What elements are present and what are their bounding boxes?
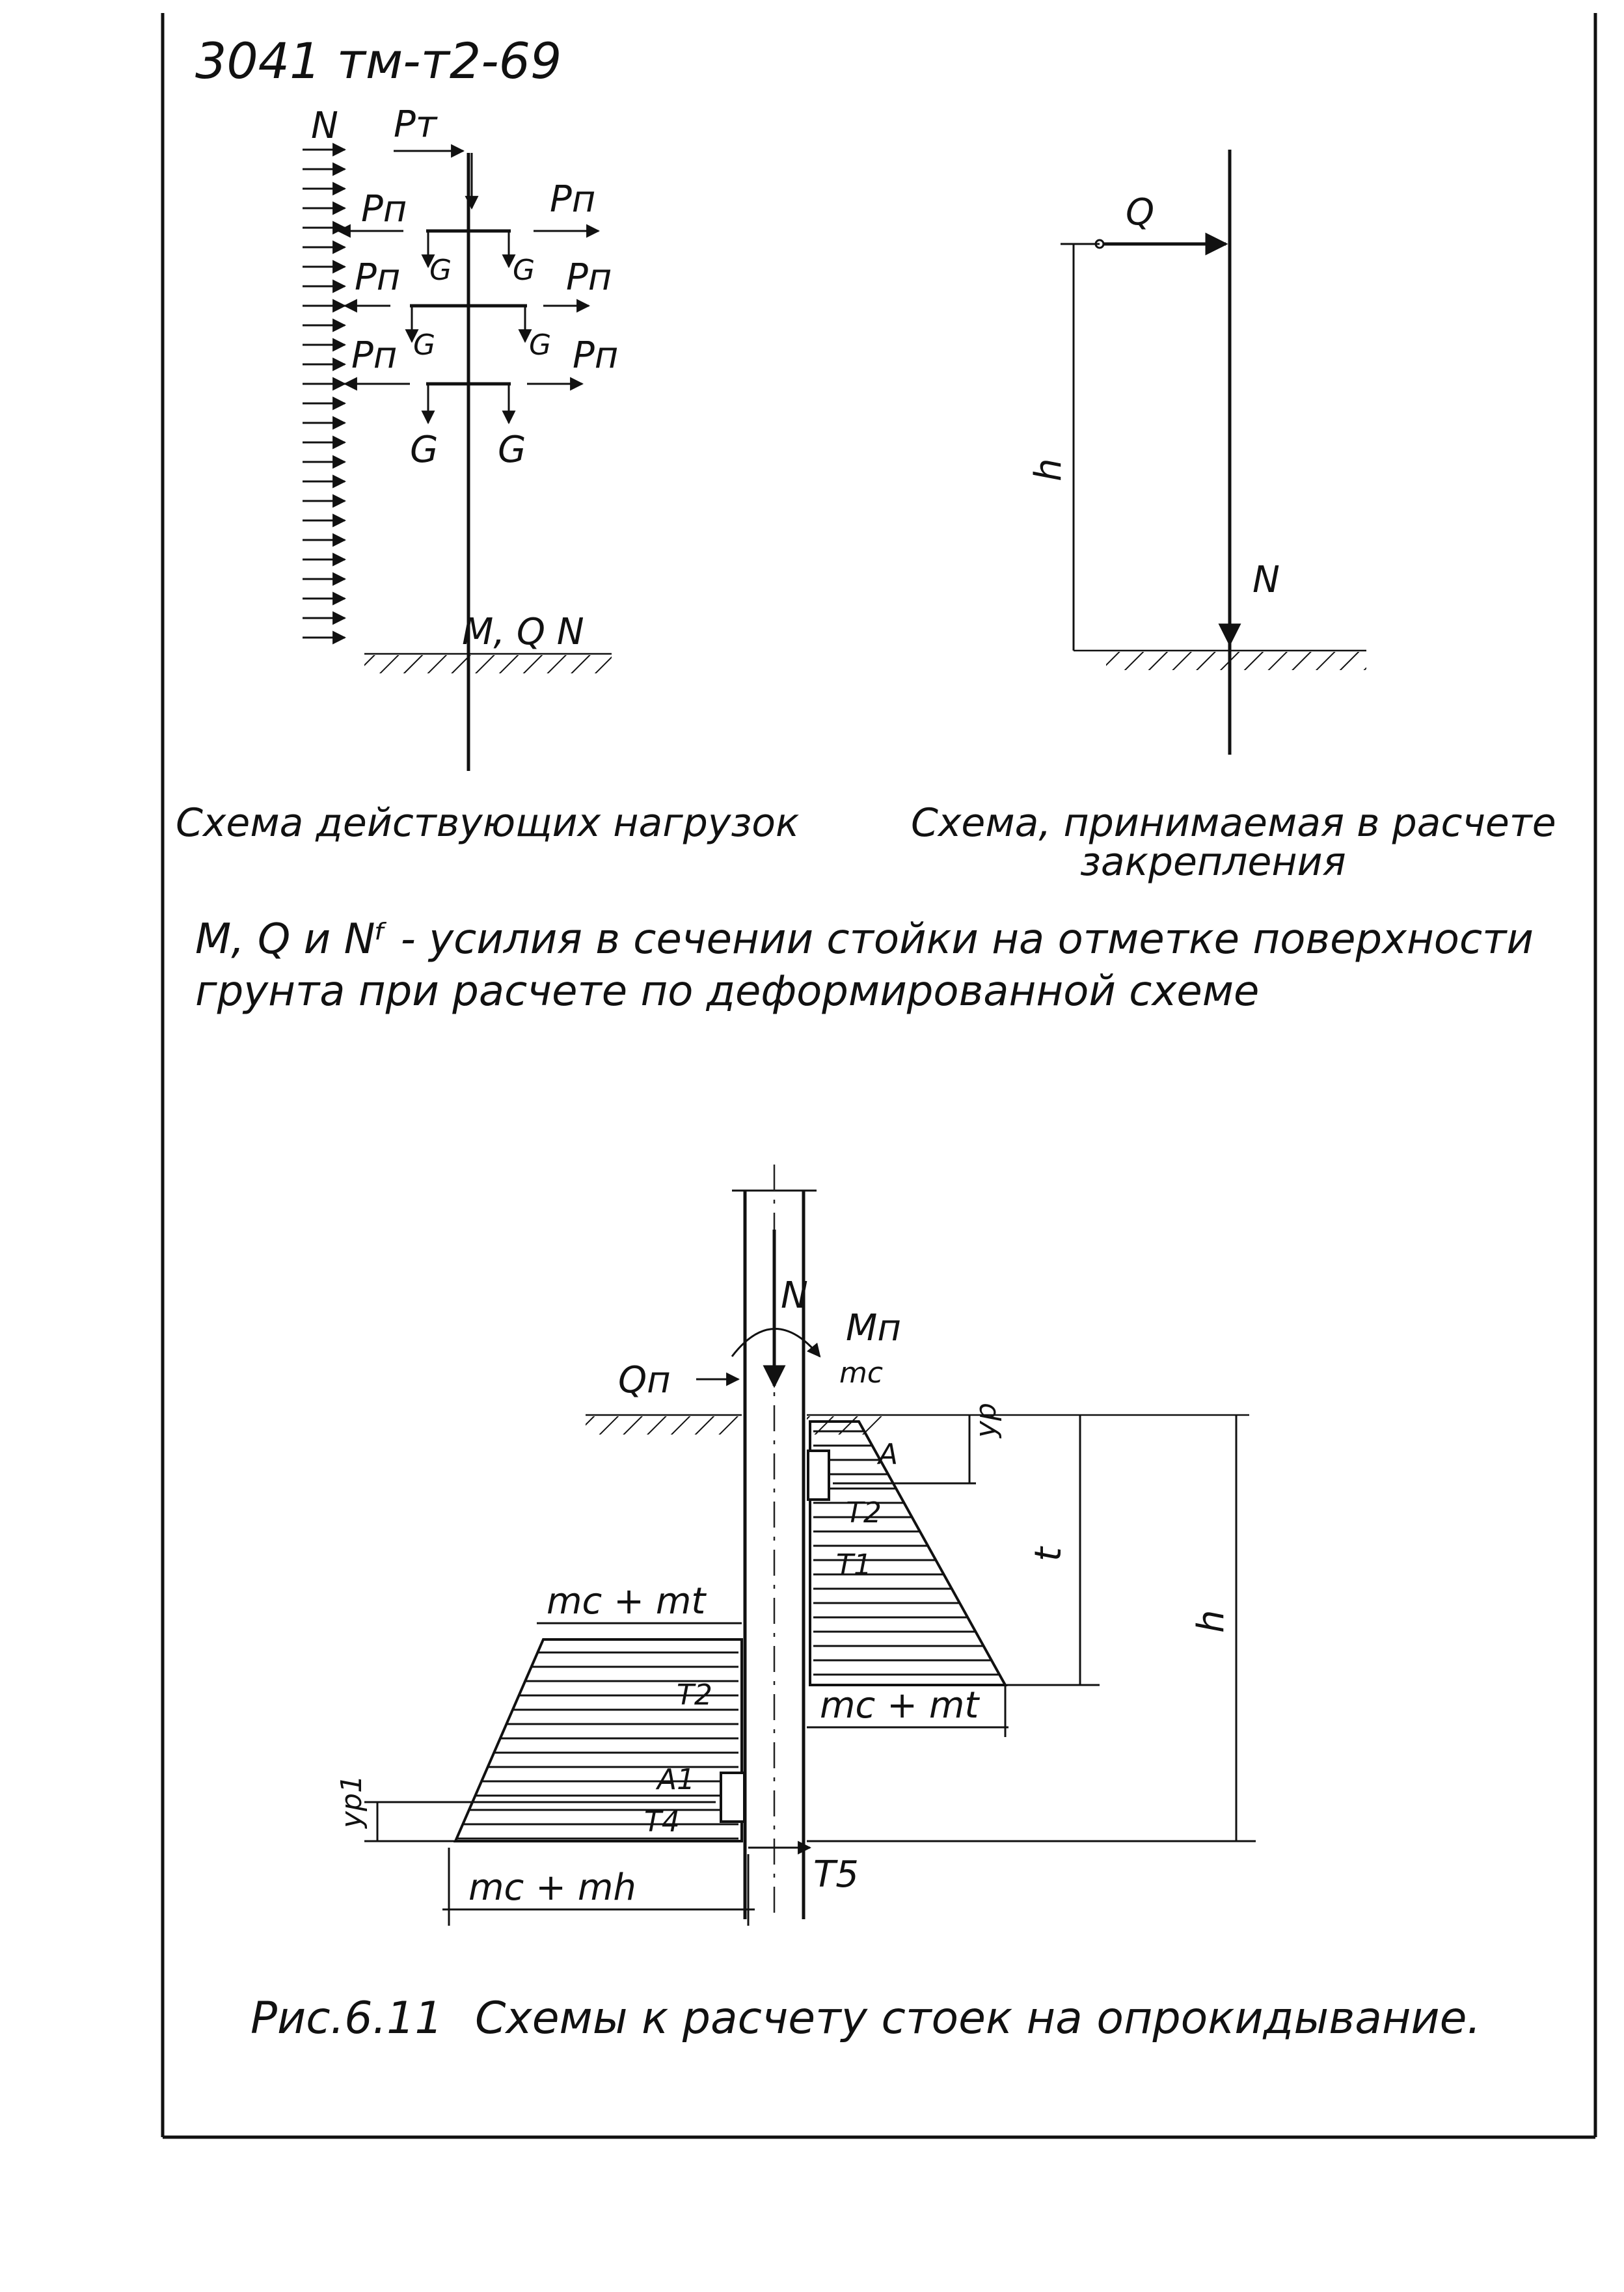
cross-arm-3: [343, 377, 584, 425]
top-force-label: Pт: [394, 103, 438, 146]
scheme-overturn: N Mп mc Qп A yp T2 T1 t h mc + mt: [335, 1165, 1256, 1926]
weight-label-3l: G: [410, 429, 438, 471]
figure-number: Рис.6.11: [250, 1993, 443, 2044]
height-label: h: [1027, 459, 1070, 482]
side-force-label-3r: Pп: [573, 334, 618, 377]
note-line-1: M, Q и Nᶠ - усилия в сечении стойки на о…: [195, 915, 1534, 964]
anchor-block-upper: [807, 1449, 830, 1501]
section-forces-label: M, Q N: [462, 611, 584, 653]
side-force-label-3l: Pп: [351, 334, 397, 377]
side-force-label-1r: Pп: [550, 178, 595, 221]
sheet-frame: [161, 13, 1597, 2139]
weight-label-1l: G: [429, 254, 452, 287]
weight-label-2r: G: [529, 329, 551, 362]
ground-hatch-3l: [586, 1416, 742, 1435]
pressure-diagram-lower: [453, 1638, 743, 1842]
cross-arm-2: [343, 299, 591, 344]
figure-title: Схемы к расчету стоек на опрокидывание.: [475, 1993, 1481, 2044]
T4-label: T4: [644, 1805, 680, 1839]
ground-hatch-2: [1106, 652, 1366, 670]
mc-mt-left-label: mc + mt: [547, 1580, 707, 1623]
T5-label: T5: [813, 1854, 859, 1896]
anchor-block-lower: [720, 1772, 746, 1823]
A-label: A: [876, 1438, 898, 1471]
T2-left-label: T2: [677, 1679, 712, 1712]
drawing-code: 3041 тм-т2-69: [195, 32, 562, 90]
h-label: h: [1190, 1610, 1232, 1634]
pressure-lower-shading: [456, 1651, 738, 1840]
side-force-label-1l: Pп: [361, 188, 407, 230]
side-force-label-2r: Pп: [566, 256, 612, 299]
moment-arc: [731, 1328, 821, 1358]
scheme-fixing-caption-2: закрепления: [1080, 839, 1346, 885]
shear-label: Q: [1126, 191, 1154, 234]
pressure-upper-shading: [813, 1430, 1000, 1676]
A1-label: A1: [655, 1763, 695, 1796]
scheme-loads-caption: Схема действующих нагрузок: [176, 800, 799, 846]
t-label: t: [1027, 1546, 1070, 1561]
weight-label-3r: G: [498, 429, 526, 471]
wind-load-label: N: [311, 105, 338, 147]
N-label: N: [781, 1274, 808, 1317]
weight-label-2l: G: [413, 329, 435, 362]
Mn-label: Mп: [846, 1307, 901, 1349]
mc-label: mc: [839, 1356, 883, 1390]
mc-mh-label: mc + mh: [468, 1867, 636, 1909]
mc-mt-right-label: mc + mt: [820, 1684, 980, 1727]
cross-arm-1: [336, 224, 601, 269]
Qn-label: Qп: [618, 1359, 671, 1401]
scheme-fixing-caption-1: Схема, принимаемая в расчете: [911, 800, 1556, 846]
scheme-fixing: Q h N Схема, принимаемая в расчете закре…: [911, 150, 1556, 885]
yp1-label: yp1: [335, 1775, 368, 1829]
T2-right-label: T2: [846, 1496, 882, 1530]
wind-load-arrows: [303, 142, 347, 645]
T1-label: T1: [836, 1548, 872, 1582]
ground-hatch-1: [364, 655, 612, 673]
scheme-loads: N Pт Pп Pп G G Pп Pп G G: [176, 103, 799, 846]
note-line-2: грунта при расчете по деформированной сх…: [195, 967, 1259, 1016]
yp-label: yp: [969, 1403, 1003, 1439]
axial-label: N: [1252, 559, 1280, 601]
side-force-label-2l: Pп: [355, 256, 400, 299]
weight-label-1r: G: [513, 254, 535, 287]
